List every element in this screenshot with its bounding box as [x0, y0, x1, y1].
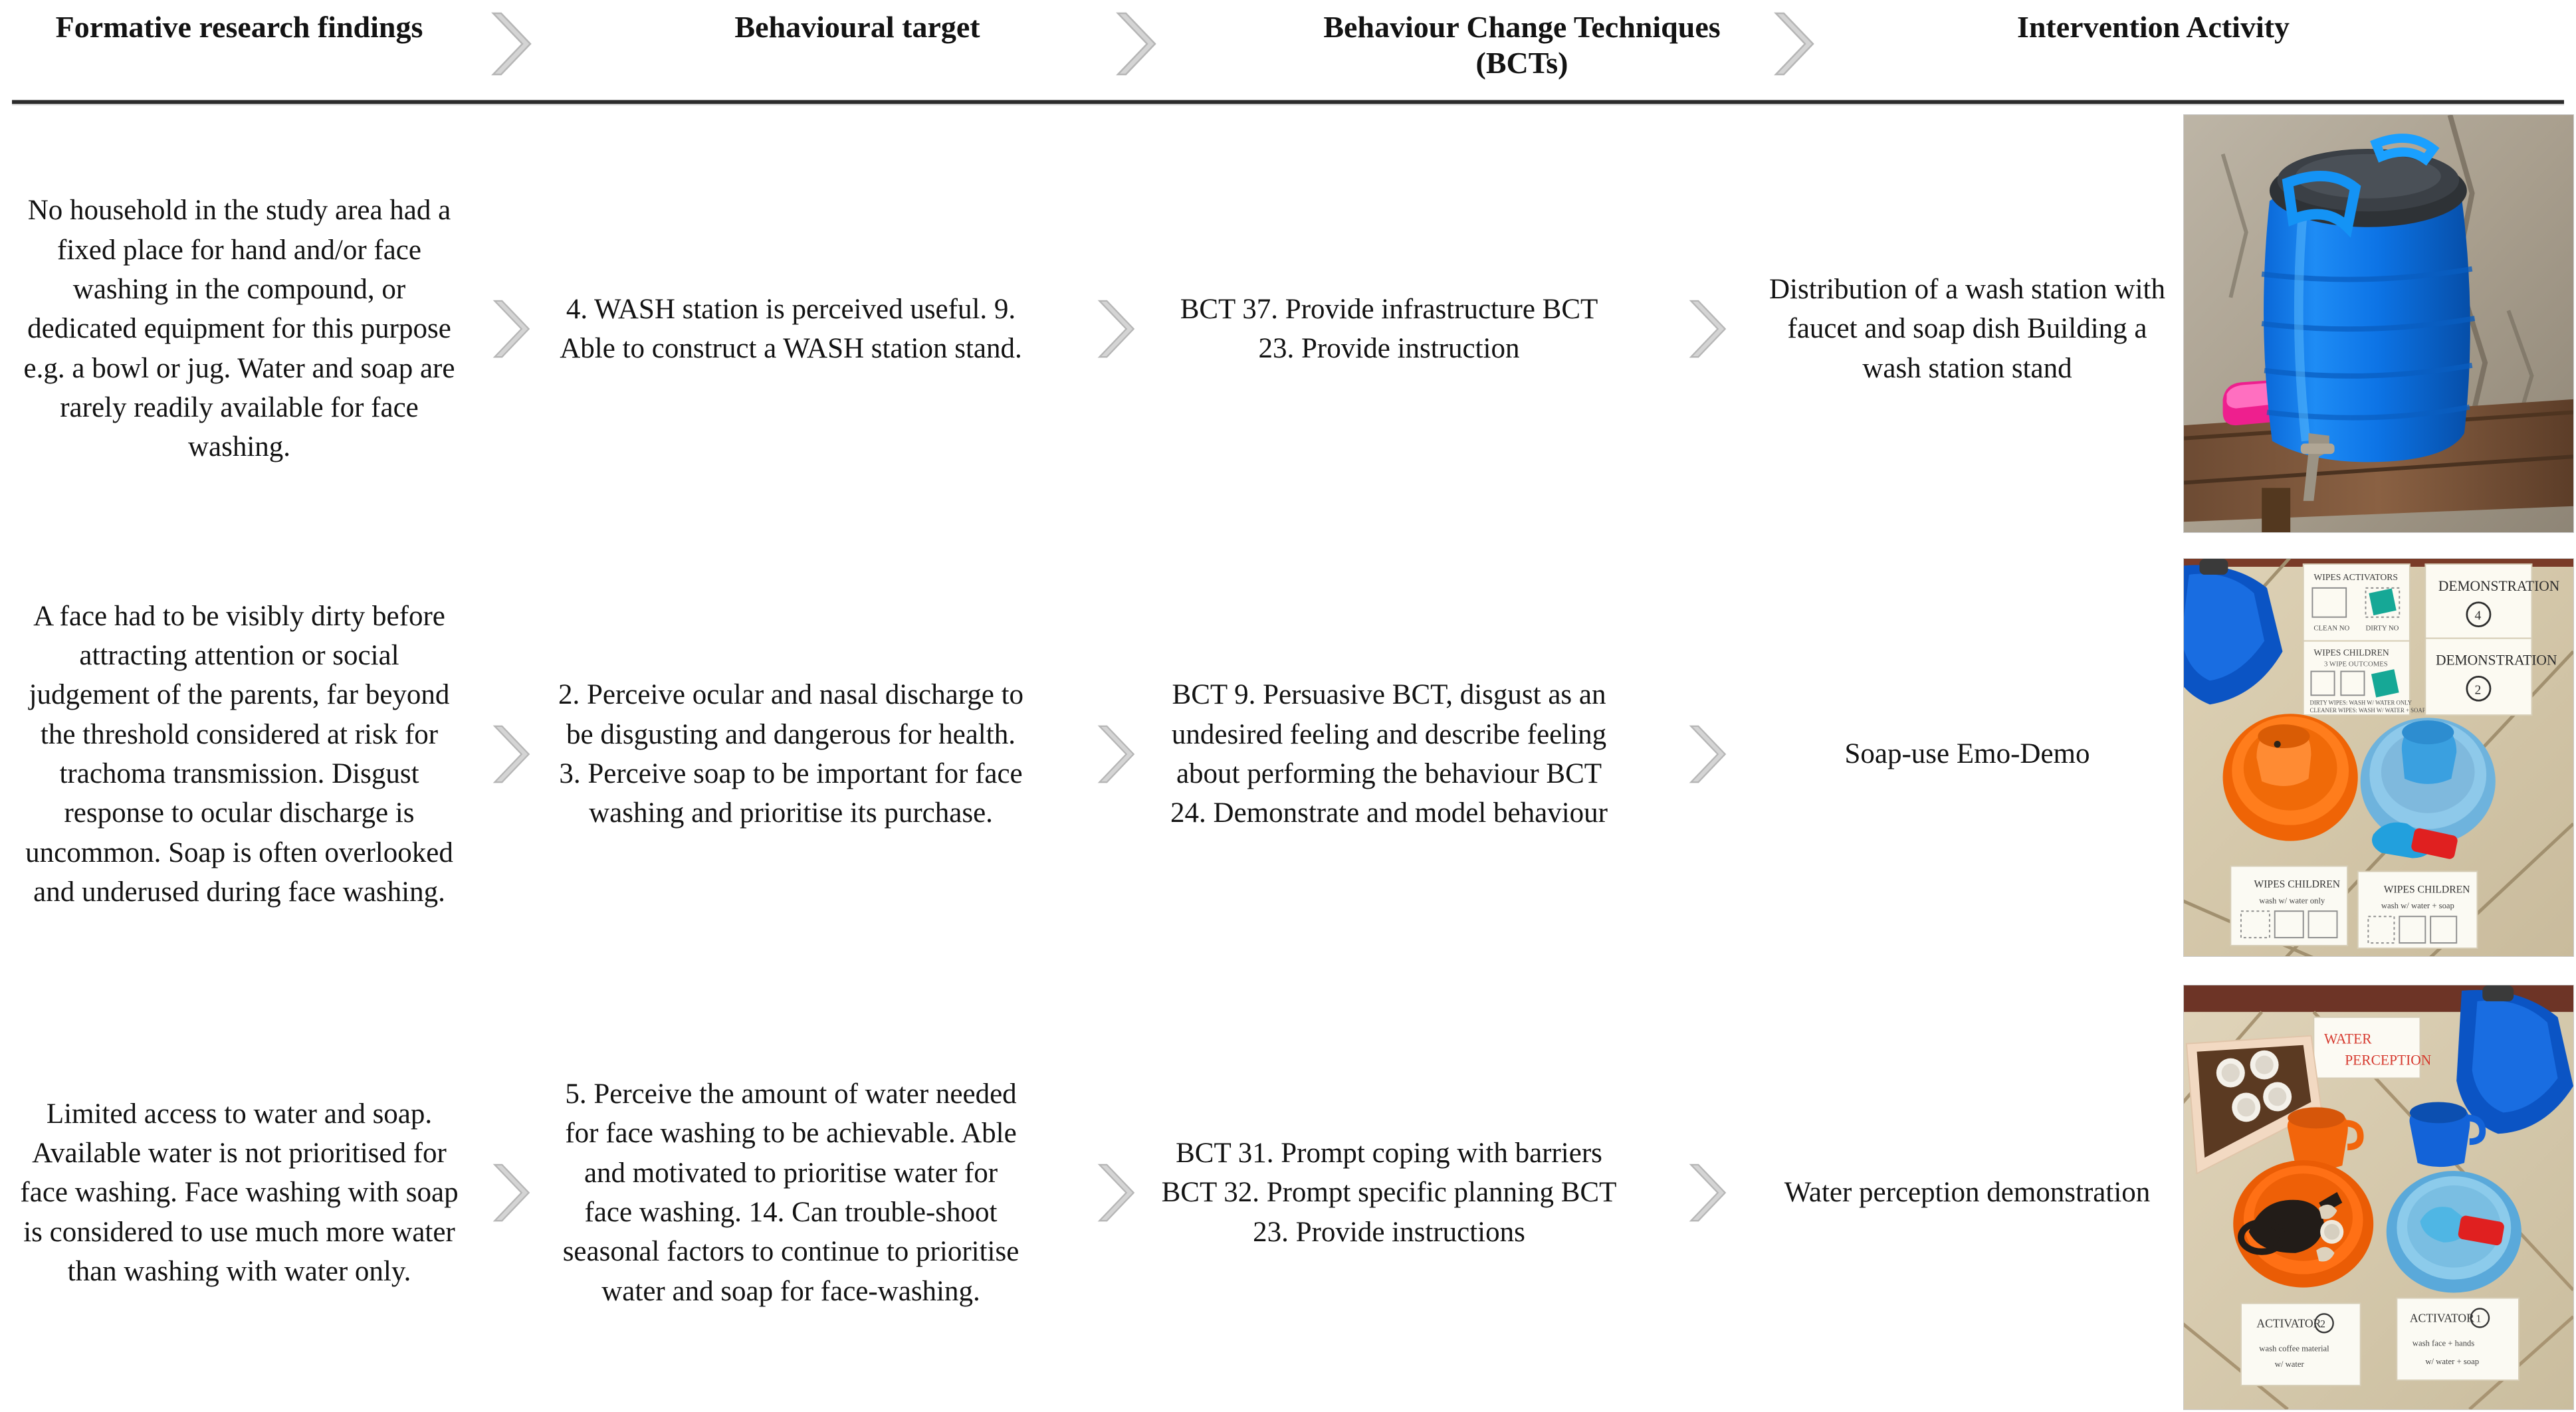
svg-text:ACTIVATOR: ACTIVATOR [2410, 1311, 2474, 1324]
chevron-right-icon [1095, 722, 1138, 786]
header-arrow-1 [479, 0, 545, 77]
cell-formative-research-findings: A face had to be visibly dirty before at… [25, 600, 453, 908]
cell-intervention-activity: Soap-use Emo-Demo [1844, 738, 2090, 770]
table-header: Formative research findings Behavioural … [0, 0, 2576, 100]
cell-intervention-activity: Water perception demonstration [1784, 1177, 2151, 1209]
svg-text:WIPES CHILDREN: WIPES CHILDREN [2254, 878, 2340, 890]
chevron-right-icon [490, 297, 534, 361]
header-arrow-3 [1761, 0, 1828, 77]
photo-soap-use-emo-demo: WIPES ACTIVATORS CLEAN NO DIRTY NO WIPES… [2183, 558, 2574, 957]
svg-text:1: 1 [2476, 1313, 2482, 1324]
photo-water-perception-demonstration: WATER PERCEPTION [2183, 985, 2574, 1410]
table-row: Limited access to water and soap. Availa… [0, 977, 2576, 1409]
cell-behaviour-change-techniques: BCT 9. Persuasive BCT, disgust as an und… [1170, 679, 1608, 829]
cell-behavioural-target: 2. Perceive ocular and nasal discharge t… [558, 679, 1024, 829]
svg-text:wash coffee material: wash coffee material [2259, 1344, 2329, 1353]
svg-text:3 WIPE OUTCOMES: 3 WIPE OUTCOMES [2324, 660, 2388, 668]
column-header-behaviour-change-techniques: Behaviour Change Techniques (BCTs) [1323, 10, 1721, 80]
header-arrow-2 [1103, 0, 1170, 77]
chevron-right-icon [490, 722, 534, 786]
svg-text:2: 2 [2320, 1318, 2325, 1330]
row-arrow-1 [479, 722, 545, 786]
column-header-formative-research-findings: Formative research findings [55, 10, 423, 44]
chevron-right-icon [1113, 11, 1160, 77]
chevron-right-icon [1771, 11, 1818, 77]
svg-text:WIPES ACTIVATORS: WIPES ACTIVATORS [2313, 572, 2398, 582]
table-row: A face had to be visibly dirty before at… [0, 552, 2576, 957]
row-arrow-2 [1083, 722, 1150, 786]
svg-text:CLEAN NO: CLEAN NO [2313, 625, 2349, 633]
chevron-right-icon [1686, 297, 1730, 361]
svg-text:4: 4 [2475, 609, 2482, 623]
row-arrow-1 [479, 297, 545, 361]
row-arrow-3 [1675, 1161, 1741, 1225]
photo-wash-station [2183, 114, 2574, 533]
svg-text:2: 2 [2475, 682, 2482, 697]
cell-formative-research-findings: Limited access to water and soap. Availa… [20, 1098, 459, 1287]
row-arrow-3 [1675, 722, 1741, 786]
cell-behaviour-change-techniques: BCT 37. Provide infrastructure BCT 23. P… [1180, 293, 1598, 364]
row-arrow-3 [1675, 297, 1741, 361]
svg-text:PERCEPTION: PERCEPTION [2345, 1052, 2431, 1068]
cell-behavioural-target: 5. Perceive the amount of water needed f… [562, 1078, 1020, 1307]
cell-behavioural-target: 4. WASH station is perceived useful. 9. … [560, 293, 1022, 364]
svg-text:CLEANER WIPES: WASH W/ WATER +: CLEANER WIPES: WASH W/ WATER + SOAP [2309, 707, 2425, 714]
svg-text:wash w/ water only: wash w/ water only [2259, 896, 2325, 905]
svg-text:DIRTY WIPES: WASH W/ WATER ONL: DIRTY WIPES: WASH W/ WATER ONLY [2309, 699, 2412, 706]
cell-formative-research-findings: No household in the study area had a fix… [23, 195, 455, 463]
svg-text:w/ water + soap: w/ water + soap [2425, 1357, 2479, 1366]
svg-text:ACTIVATOR: ACTIVATOR [2256, 1316, 2321, 1330]
column-header-intervention-activity: Intervention Activity [2016, 10, 2290, 44]
svg-text:WIPES CHILDREN: WIPES CHILDREN [2384, 884, 2470, 895]
svg-text:WIPES CHILDREN: WIPES CHILDREN [2313, 647, 2389, 657]
svg-text:wash face + hands: wash face + hands [2413, 1338, 2474, 1348]
column-header-behavioural-target: Behavioural target [734, 10, 980, 44]
svg-text:DEMONSTRATION: DEMONSTRATION [2438, 578, 2560, 594]
chevron-right-icon [490, 1161, 534, 1225]
row-arrow-2 [1083, 297, 1150, 361]
row-arrow-2 [1083, 1161, 1150, 1225]
chevron-right-icon [1686, 1161, 1730, 1225]
chevron-right-icon [1095, 1161, 1138, 1225]
table-row: No household in the study area had a fix… [0, 120, 2576, 538]
row-arrow-1 [479, 1161, 545, 1225]
chevron-right-icon [1095, 297, 1138, 361]
svg-text:WATER: WATER [2324, 1031, 2372, 1047]
header-divider [12, 100, 2564, 106]
svg-text:wash w/ water + soap: wash w/ water + soap [2381, 901, 2454, 910]
svg-text:w/ water: w/ water [2275, 1360, 2305, 1369]
chevron-right-icon [488, 11, 536, 77]
cell-behaviour-change-techniques: BCT 31. Prompt coping with barriers BCT … [1161, 1138, 1617, 1248]
chevron-right-icon [1686, 722, 1730, 786]
cell-intervention-activity: Distribution of a wash station with fauc… [1769, 274, 2165, 384]
svg-text:DIRTY NO: DIRTY NO [2365, 625, 2399, 633]
svg-text:DEMONSTRATION: DEMONSTRATION [2436, 652, 2557, 668]
